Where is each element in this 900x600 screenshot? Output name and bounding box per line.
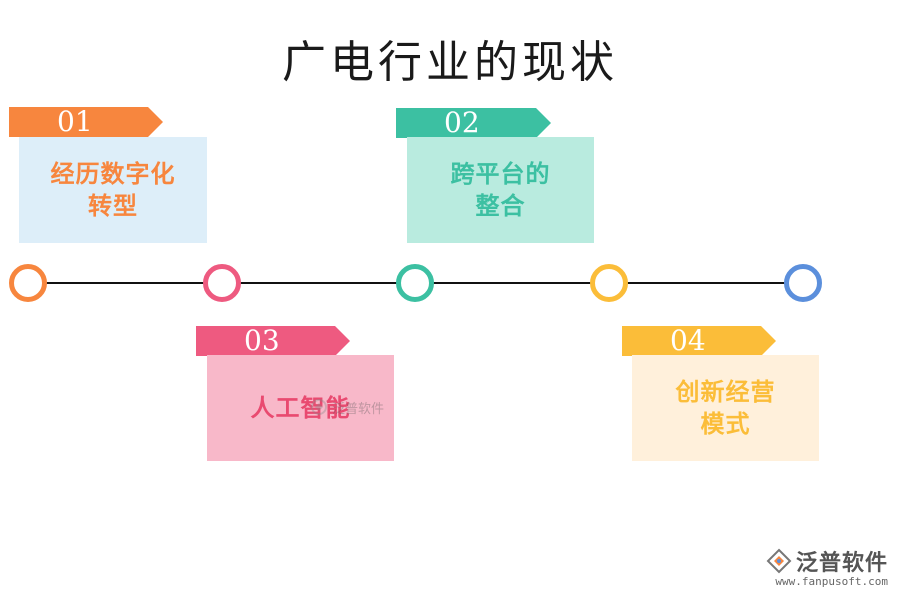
step-number: 03 (244, 324, 280, 357)
page-title: 广电行业的现状 (282, 37, 618, 88)
watermark-text: 泛普软件 (332, 401, 385, 417)
step-number: 04 (670, 324, 706, 357)
fanpu-logo-icon (766, 548, 792, 574)
logo-name: 泛普软件 (795, 551, 888, 576)
timeline-node-teal (396, 264, 434, 302)
step-box-02: 跨平台的 整合 (407, 137, 594, 243)
timeline-node-blue (784, 264, 822, 302)
step-text-line2: 转型 (88, 191, 138, 220)
watermark: 泛普软件 (310, 396, 405, 418)
step-number: 02 (444, 106, 480, 139)
step-box-03: 人工智能 (207, 355, 394, 461)
fanpu-watermark-icon (311, 399, 327, 415)
timeline-node-pink (203, 264, 241, 302)
step-tag-02: 02 (396, 108, 551, 138)
timeline-node-orange (9, 264, 47, 302)
step-tag-01: 01 (9, 107, 163, 137)
step-text-line2: 模式 (700, 409, 751, 438)
logo-url: www.fanpusoft.com (775, 575, 888, 588)
step-number: 01 (57, 105, 93, 138)
step-tag-04: 04 (622, 326, 776, 356)
brand-logo: 泛普软件 www.fanpusoft.com (766, 545, 888, 588)
step-text-line1: 创新经营 (675, 377, 776, 406)
timeline-node-yellow (590, 264, 628, 302)
step-text-line1: 人工智能 (250, 393, 351, 422)
step-text-line2: 整合 (475, 191, 526, 220)
step-box-01: 经历数字化 转型 (19, 137, 207, 243)
step-text-line1: 跨平台的 (450, 159, 551, 188)
step-tag-03: 03 (196, 326, 350, 356)
step-box-04: 创新经营 模式 (632, 355, 819, 461)
step-text-line1: 经历数字化 (50, 159, 176, 188)
